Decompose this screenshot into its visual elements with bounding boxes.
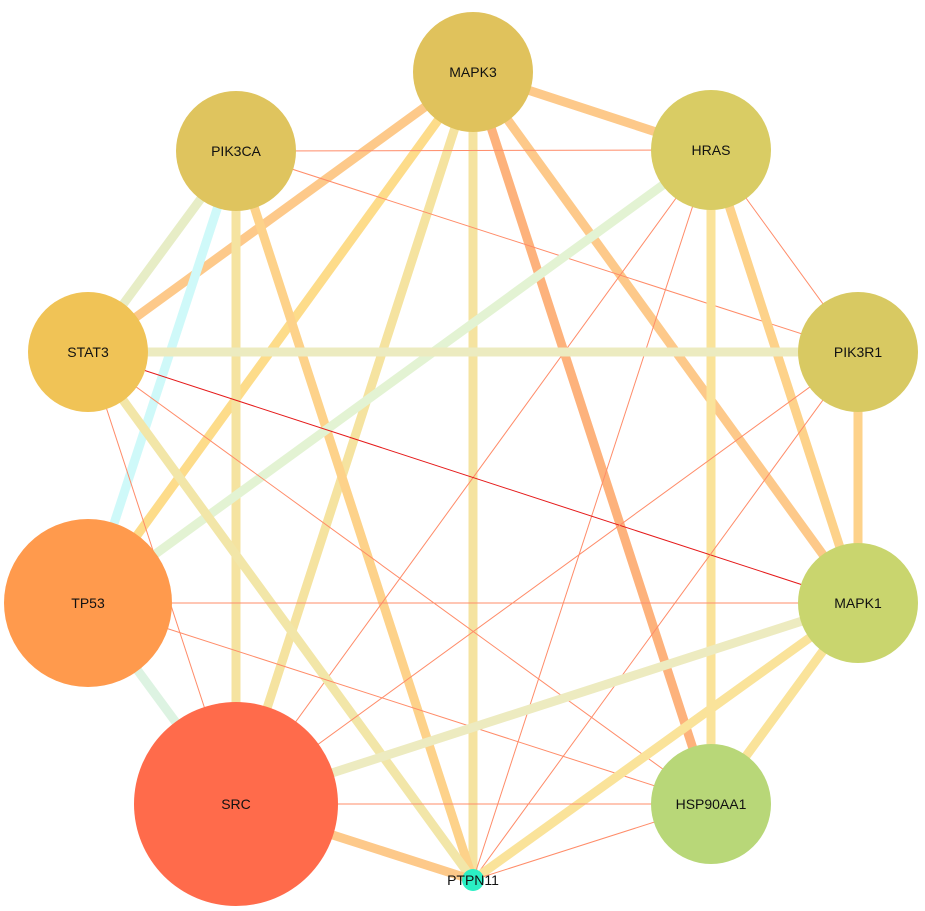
edge-hras-src xyxy=(235,149,712,805)
edge-mapk1-src xyxy=(234,598,860,809)
node-circle[interactable] xyxy=(651,744,771,864)
edge-mapk3-tp53 xyxy=(84,69,477,606)
edge-pik3ca-ptpn11 xyxy=(231,149,478,882)
edge-pik3r1-src xyxy=(235,351,859,805)
node-circle[interactable] xyxy=(798,292,918,412)
edge-hras-ptpn11 xyxy=(472,149,712,881)
node-pik3r1[interactable]: PIK3R1 xyxy=(798,292,918,412)
node-tp53[interactable]: TP53 xyxy=(4,519,172,687)
node-hsp90aa1[interactable]: HSP90AA1 xyxy=(651,744,771,864)
node-label: HSP90AA1 xyxy=(676,796,747,812)
node-label: SRC xyxy=(221,796,251,812)
node-src[interactable]: SRC xyxy=(134,702,338,906)
node-circle[interactable] xyxy=(651,90,771,210)
node-hras[interactable]: HRAS xyxy=(651,90,771,210)
edge-pik3ca-pik3r1 xyxy=(235,150,859,353)
edge-mapk3-stat3 xyxy=(85,68,476,356)
edge-stat3-ptpn11 xyxy=(84,349,477,883)
node-circle[interactable] xyxy=(176,91,296,211)
node-circle[interactable] xyxy=(134,702,338,906)
edge-pik3ca-hras xyxy=(235,149,712,152)
node-label: PIK3R1 xyxy=(834,344,882,360)
edge-stat3-mapk1 xyxy=(87,351,859,604)
node-label: PTPN11 xyxy=(447,872,499,888)
node-pik3ca[interactable]: PIK3CA xyxy=(176,91,296,211)
node-label: TP53 xyxy=(71,595,105,611)
node-label: STAT3 xyxy=(67,344,109,360)
node-circle[interactable] xyxy=(462,869,484,891)
edge-mapk3-mapk1 xyxy=(469,69,862,606)
node-circle[interactable] xyxy=(4,519,172,687)
edge-mapk3-src xyxy=(231,70,478,806)
node-circle[interactable] xyxy=(28,292,148,412)
edge-hras-mapk1 xyxy=(706,148,863,605)
edge-stat3-hsp90aa1 xyxy=(87,351,712,805)
node-stat3[interactable]: STAT3 xyxy=(28,292,148,412)
node-mapk1[interactable]: MAPK1 xyxy=(798,543,918,663)
node-circle[interactable] xyxy=(413,12,533,132)
edge-mapk3-hsp90aa1 xyxy=(468,70,716,806)
node-label: MAPK1 xyxy=(834,595,882,611)
node-circle[interactable] xyxy=(798,543,918,663)
node-label: HRAS xyxy=(692,142,731,158)
edge-pik3r1-ptpn11 xyxy=(472,351,859,881)
edge-tp53-hsp90aa1 xyxy=(87,602,712,805)
node-mapk3[interactable]: MAPK3 xyxy=(413,12,533,132)
node-label: PIK3CA xyxy=(211,143,261,159)
node-label: MAPK3 xyxy=(449,64,497,80)
node-ptpn11[interactable]: PTPN11 xyxy=(447,869,499,891)
edge-mapk1-ptpn11 xyxy=(470,599,861,884)
edge-hras-tp53 xyxy=(85,146,714,607)
